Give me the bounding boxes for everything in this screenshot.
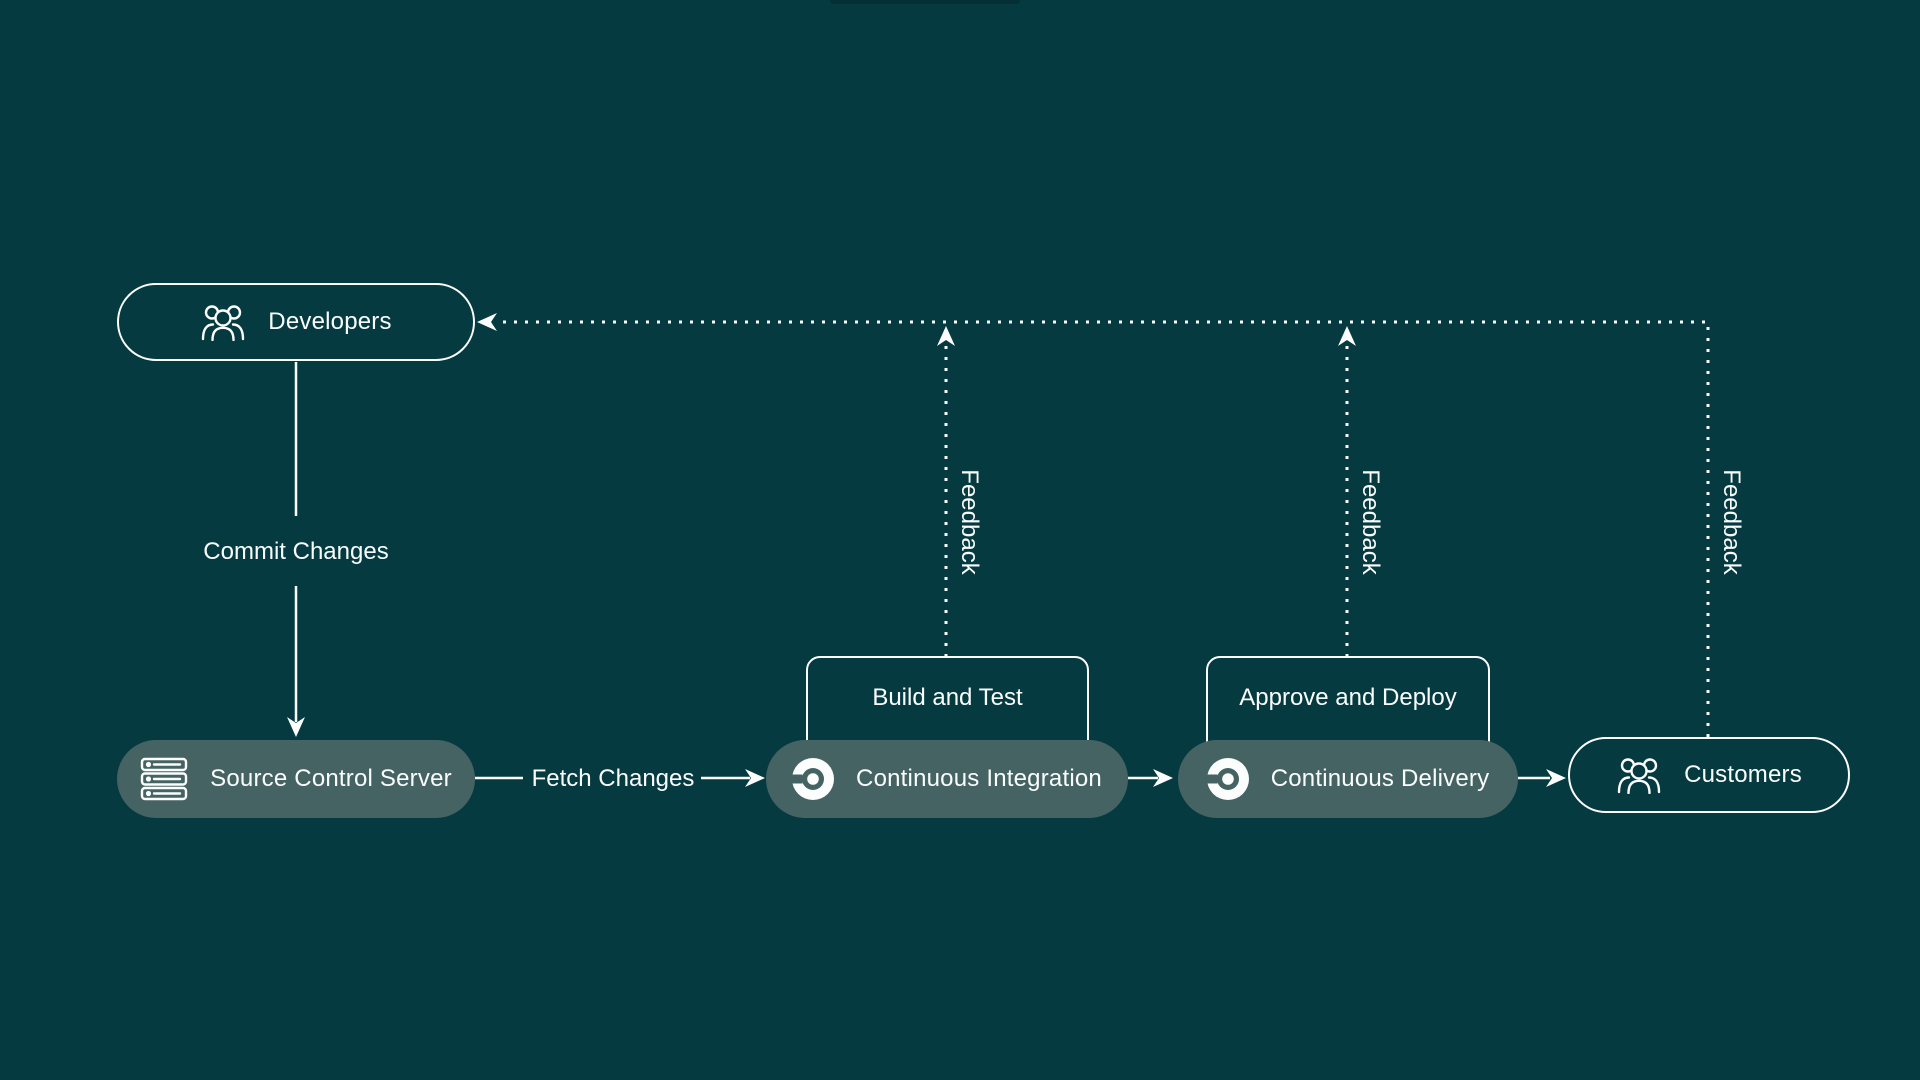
arrowhead-right: [1153, 769, 1173, 787]
source-control-server-label: Source Control Server: [210, 765, 452, 792]
circleci-logo-icon: [1206, 758, 1249, 800]
edge-label-feedback-cd: Feedback: [1357, 469, 1384, 575]
people-group-icon: [1616, 756, 1662, 794]
node-continuous-integration: Continuous Integration: [766, 740, 1128, 818]
arrowhead-right: [745, 769, 765, 787]
node-customers: Customers: [1568, 737, 1850, 813]
arrowhead-up: [937, 326, 955, 346]
edge-fetch-changes: [475, 769, 765, 787]
edge-ci-to-cd: [1128, 769, 1173, 787]
edge-feedback-ci: [937, 326, 955, 656]
edge-cd-to-customers: [1518, 769, 1566, 787]
edge-label-commit-changes: Commit Changes: [203, 538, 389, 565]
edge-feedback-customers: [477, 313, 1710, 737]
people-group-icon: [200, 303, 246, 341]
node-source-control-server: Source Control Server: [117, 740, 475, 818]
circleci-logo-icon: [792, 758, 835, 800]
customers-label: Customers: [1684, 761, 1802, 788]
arrowhead-up: [1338, 326, 1356, 346]
build-and-test-label: Build and Test: [872, 684, 1023, 711]
arrowhead-right: [1546, 769, 1566, 787]
node-developers: Developers: [117, 283, 475, 361]
window-edge-artifact: [830, 0, 1020, 4]
edge-label-feedback-ci: Feedback: [956, 469, 983, 575]
approve-and-deploy-label: Approve and Deploy: [1239, 684, 1457, 711]
server-stack-icon: [140, 757, 188, 801]
edge-label-feedback-customers: Feedback: [1718, 469, 1745, 575]
edge-commit-changes: [287, 362, 305, 737]
edge-label-fetch-changes: Fetch Changes: [531, 765, 695, 792]
continuous-delivery-label: Continuous Delivery: [1270, 765, 1490, 792]
arrowhead-left: [477, 313, 497, 331]
continuous-integration-label: Continuous Integration: [856, 765, 1102, 792]
arrowhead-down: [287, 717, 305, 737]
node-continuous-delivery: Continuous Delivery: [1178, 740, 1518, 818]
edge-feedback-cd: [1338, 326, 1356, 656]
developers-label: Developers: [268, 308, 392, 335]
